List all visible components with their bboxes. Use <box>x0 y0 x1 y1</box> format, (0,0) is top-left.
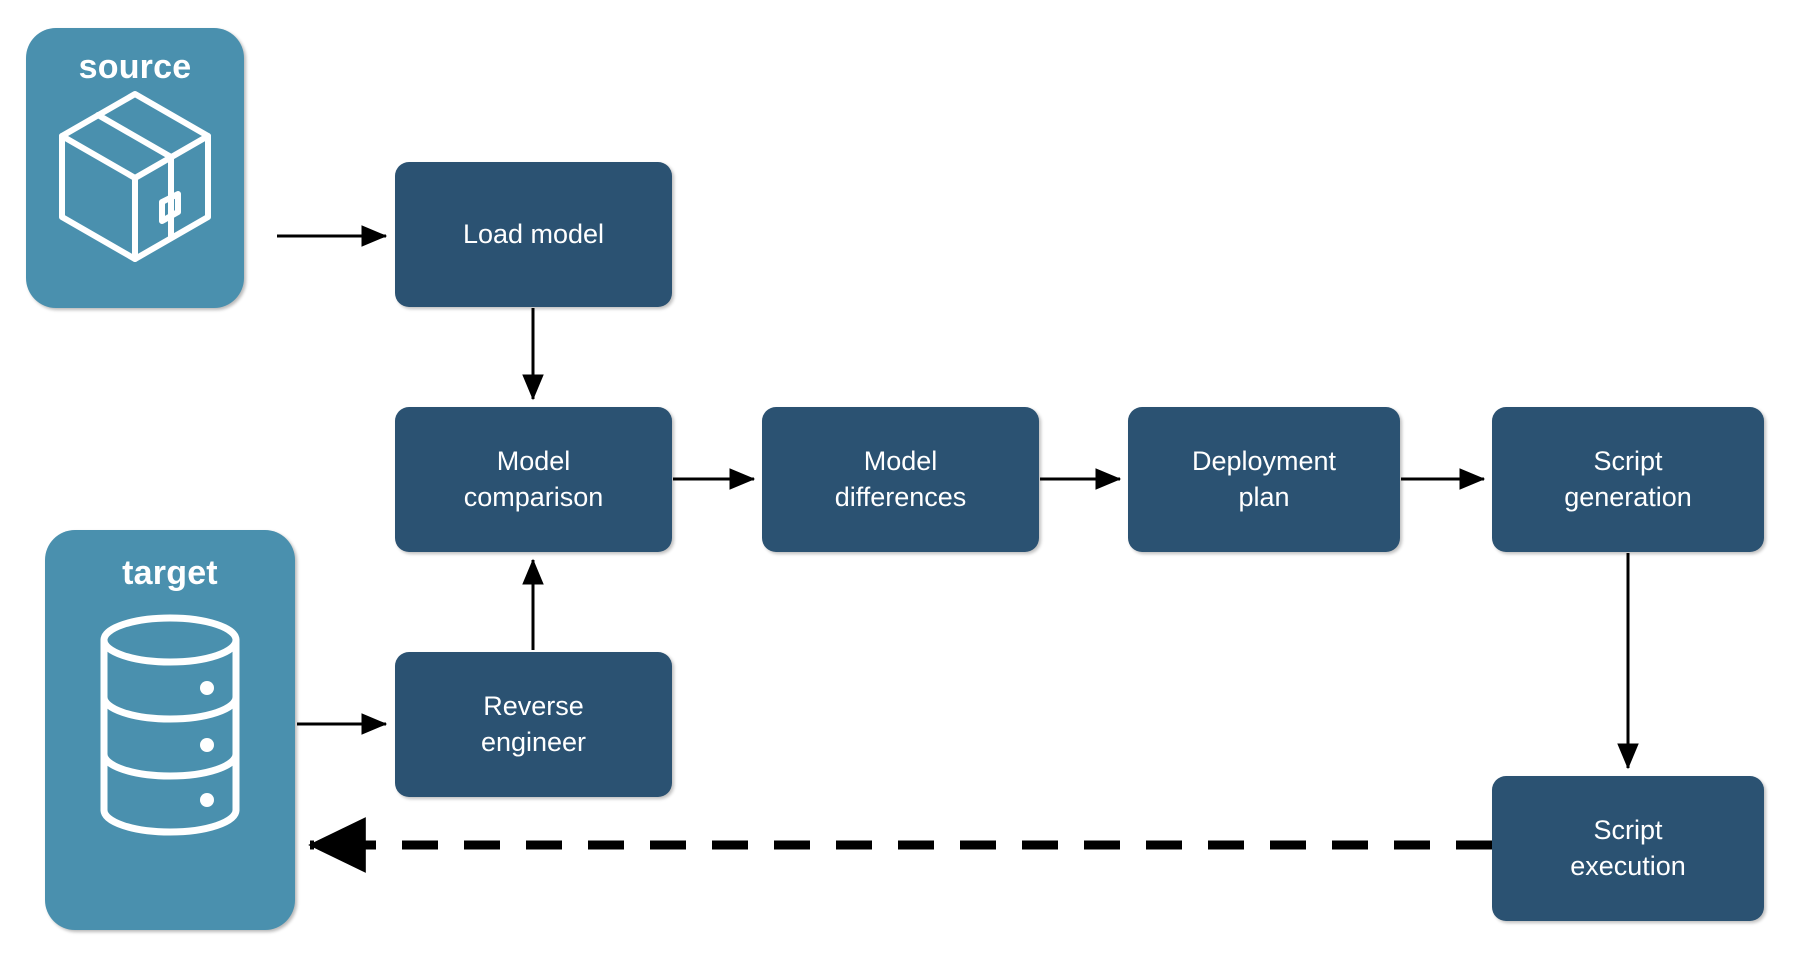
endpoint-target-label: target <box>122 554 218 592</box>
endpoint-source-label: source <box>78 48 192 86</box>
endpoint-target[interactable]: target <box>45 530 295 930</box>
node-script-generation[interactable]: Script generation <box>1492 407 1764 552</box>
node-script-execution[interactable]: Script execution <box>1492 776 1764 921</box>
node-model-differences[interactable]: Model differences <box>762 407 1039 552</box>
node-deployment-plan[interactable]: Deployment plan <box>1128 407 1400 552</box>
endpoint-source[interactable]: source <box>26 28 244 308</box>
node-model-comparison[interactable]: Model comparison <box>395 407 672 552</box>
package-box-icon <box>50 84 220 274</box>
node-reverse-engineer[interactable]: Reverse engineer <box>395 652 672 797</box>
node-load-model[interactable]: Load model <box>395 162 672 307</box>
database-cylinder-icon <box>90 610 250 845</box>
